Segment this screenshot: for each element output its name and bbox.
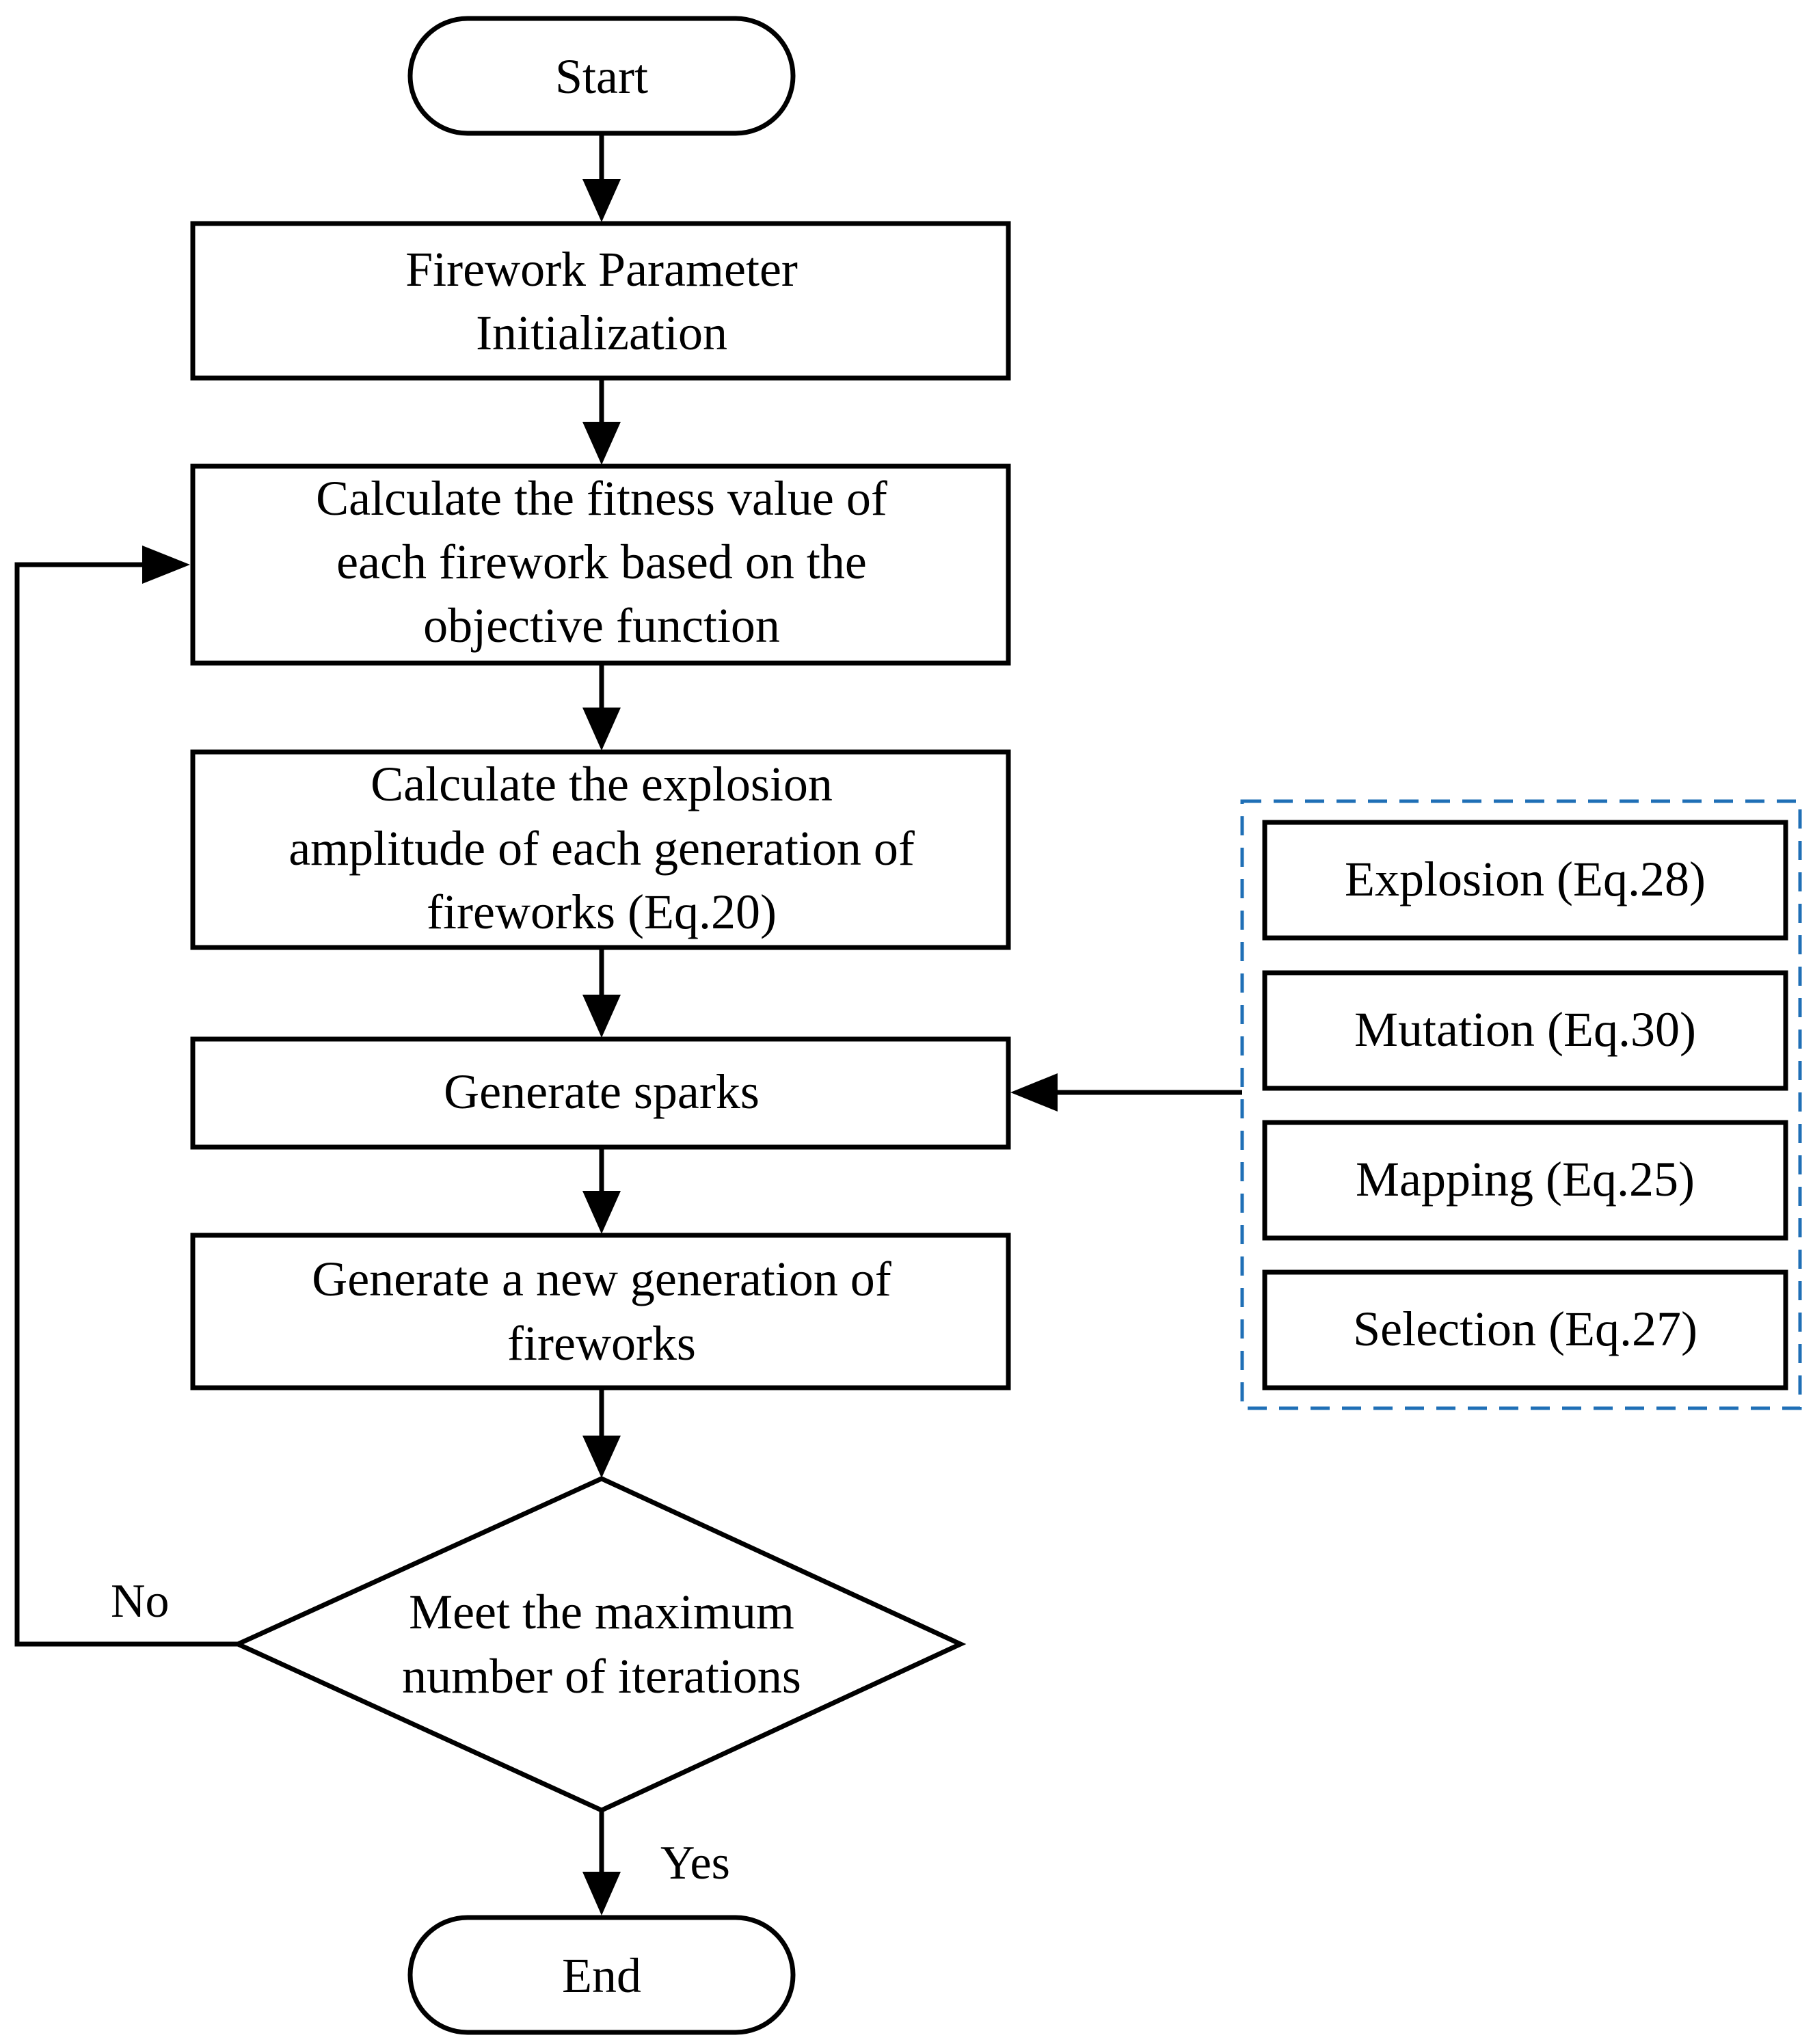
operators-group-border — [1240, 799, 1802, 1410]
connectors — [14, 133, 1242, 1915]
mutation-label: Mutation (Eq.30) — [1354, 1002, 1696, 1057]
amplitude-label-line-3: fireworks (Eq.20) — [427, 885, 777, 939]
sparks-process: Generate sparks — [190, 1036, 1011, 1150]
fitness-box — [190, 463, 1011, 666]
init-process: Firework Parameter Initialization — [190, 221, 1011, 381]
start-node: Start — [407, 16, 796, 136]
fitness-process: Calculate the fitness value of each fire… — [190, 463, 1011, 666]
amplitude-box — [190, 749, 1011, 950]
selection-label: Selection (Eq.27) — [1353, 1302, 1697, 1356]
sparks-box — [190, 1036, 1011, 1150]
arrowhead-no-to-fitness — [142, 546, 190, 584]
start-terminator-shape — [407, 16, 796, 136]
decision-diamond — [232, 1476, 967, 1813]
amplitude-process: Calculate the explosion amplitude of eac… — [190, 749, 1011, 950]
fitness-label-line-1: Calculate the fitness value of — [316, 471, 887, 526]
explosion-label: Explosion (Eq.28) — [1345, 852, 1706, 906]
new-generation-box — [190, 1233, 1011, 1390]
init-box — [190, 221, 1011, 381]
loop-no-back-to-fitness — [14, 562, 238, 1647]
arrowhead-init-to-fitness — [582, 422, 621, 465]
arrowhead-sparks-to-newgen — [582, 1191, 621, 1234]
end-node: End — [407, 1915, 796, 2035]
mutation-box — [1262, 970, 1788, 1091]
decision-label-line-1: Meet the maximum — [409, 1585, 794, 1639]
arrowhead-decision-to-end — [582, 1872, 621, 1915]
new-generation-label-line-1: Generate a new generation of — [312, 1252, 891, 1306]
fitness-label-line-3: objective function — [423, 598, 780, 653]
init-label-line-1: Firework Parameter — [405, 242, 798, 297]
fitness-label-line-2: each firework based on the — [336, 535, 867, 589]
decision-node: Meet the maximum number of iterations — [232, 1476, 967, 1813]
arrowhead-operators-to-sparks — [1010, 1073, 1058, 1112]
arrowhead-amplitude-to-sparks — [582, 995, 621, 1038]
end-label: End — [562, 1948, 641, 2003]
yes-branch-label: Yes — [660, 1837, 730, 1890]
sparks-label: Generate sparks — [444, 1064, 760, 1119]
selection-box — [1262, 1269, 1788, 1390]
init-label-line-2: Initialization — [476, 306, 727, 360]
mapping-label: Mapping (Eq.25) — [1356, 1152, 1695, 1207]
amplitude-label-line-1: Calculate the explosion — [371, 757, 833, 811]
no-branch-label: No — [111, 1575, 170, 1628]
arrowhead-start-to-init — [582, 179, 621, 222]
mapping-box — [1262, 1120, 1788, 1241]
decision-label-line-2: number of iterations — [402, 1649, 801, 1704]
amplitude-label-line-2: amplitude of each generation of — [288, 821, 915, 876]
start-label: Start — [555, 49, 648, 104]
arrowhead-fitness-to-amplitude — [582, 708, 621, 751]
end-terminator-shape — [407, 1915, 796, 2035]
new-generation-label-line-2: fireworks — [507, 1316, 696, 1371]
arrowhead-newgen-to-decision — [582, 1436, 621, 1478]
operators-group: Explosion (Eq.28) Mutation (Eq.30) Mappi… — [1240, 799, 1802, 1410]
explosion-box — [1262, 820, 1788, 941]
new-generation-process: Generate a new generation of fireworks — [190, 1233, 1011, 1390]
